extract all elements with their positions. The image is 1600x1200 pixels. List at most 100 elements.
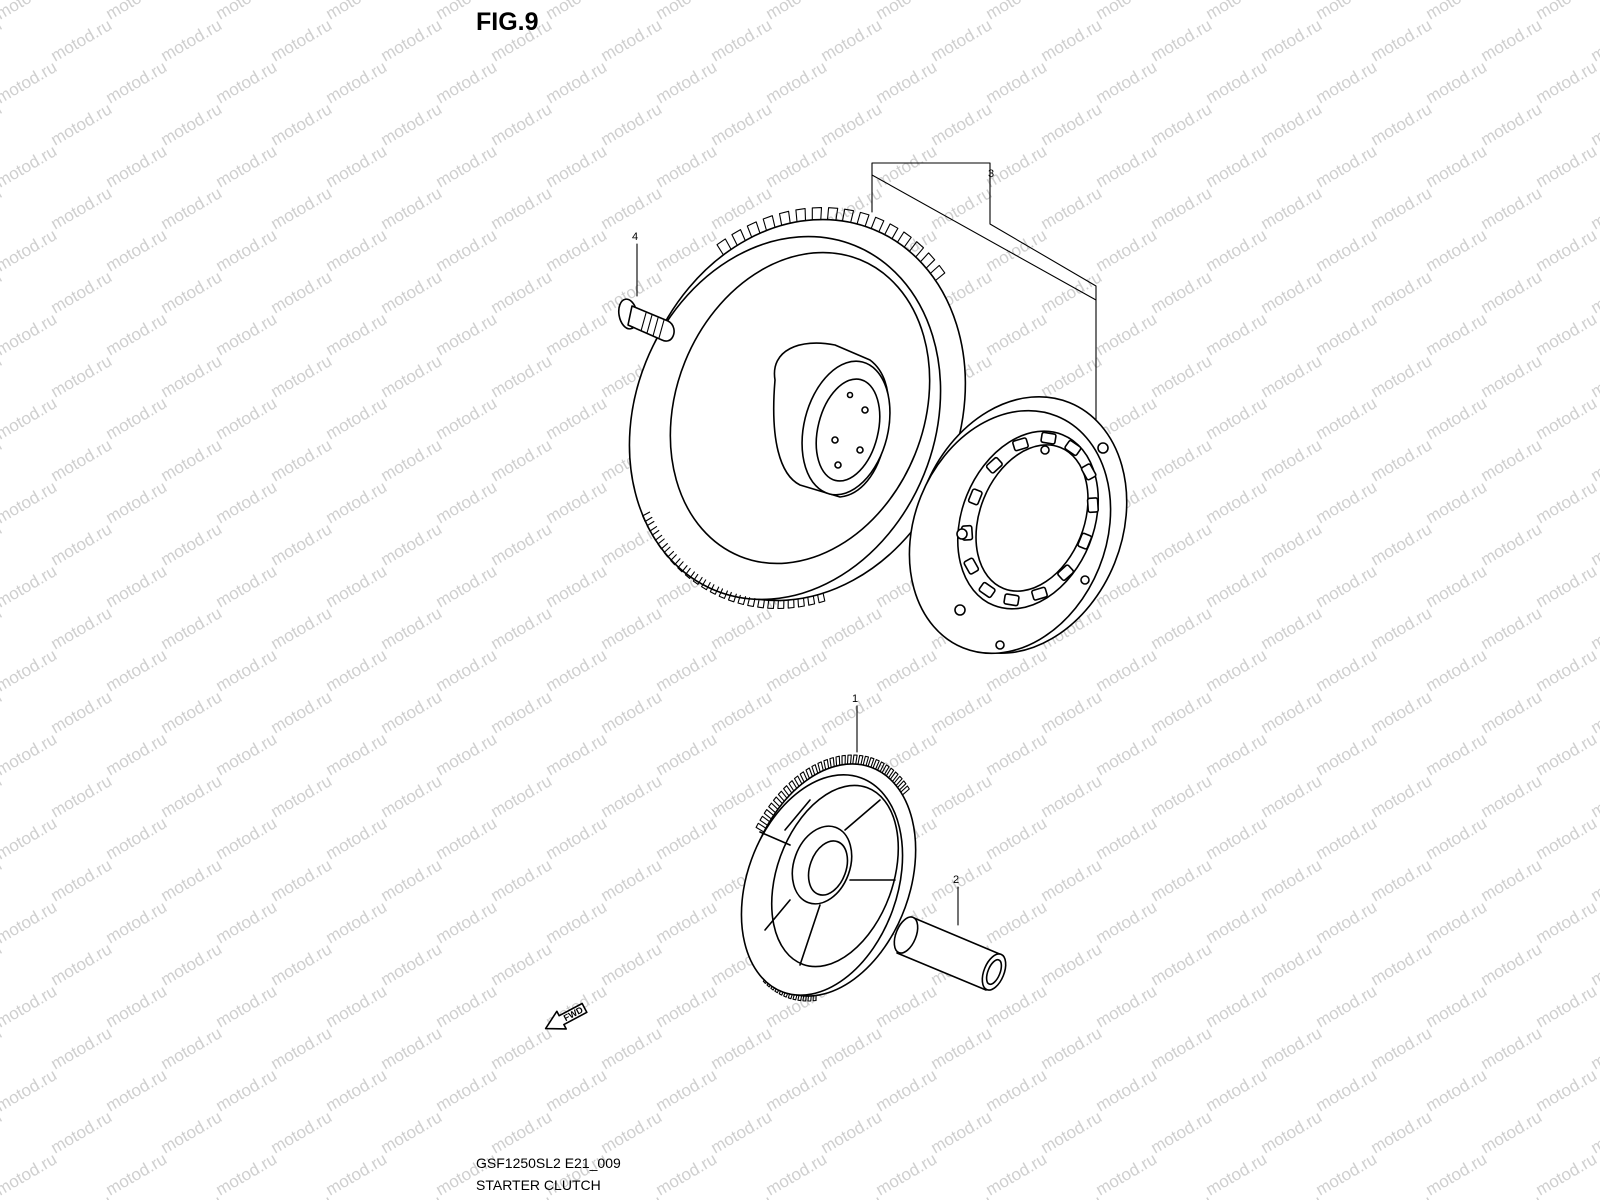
sprag-cells [960,431,1100,607]
watermark-text: motod.ru [433,477,501,527]
gear-tooth [857,754,864,766]
gear-tooth [797,597,805,608]
watermark-text: motod.ru [1368,771,1436,821]
watermark-text: motod.ru [48,855,116,905]
gear-tooth [852,754,858,765]
watermark-text: motod.ru [1148,1107,1216,1157]
watermark-text: motod.ru [213,225,281,275]
gear-tooth [872,759,880,770]
sprag-cell [1040,431,1057,445]
watermark-text: motod.ru [1203,309,1271,359]
watermark-text: motod.ru [1148,267,1216,317]
watermark-text: motod.ru [323,897,391,947]
watermark-text: motod.ru [1423,57,1491,107]
watermark-text: motod.ru [0,897,60,947]
watermark-text: motod.ru [873,1065,941,1115]
watermark-text: motod.ru [1148,603,1216,653]
gear-tooth [812,994,817,1002]
watermark-text: motod.ru [928,99,996,149]
watermark-text: motod.ru [1148,15,1216,65]
watermark-text: motod.ru [873,981,941,1031]
watermark-text: motod.ru [378,687,446,737]
watermark-text: motod.ru [598,939,666,989]
watermark-text: motod.ru [158,1023,226,1073]
watermark-text: motod.ru [0,729,60,779]
watermark-text: motod.ru [653,729,721,779]
watermark-text: motod.ru [1533,393,1600,443]
watermark-text: motod.ru [983,897,1051,947]
watermark-text: motod.ru [48,939,116,989]
gear-tooth [805,767,813,779]
gear-tooth [716,238,732,256]
watermark-text: motod.ru [1203,813,1271,863]
gear-tooth [795,208,807,223]
figure-code: GSF1250SL2 E21_009 [476,1155,621,1171]
watermark-text: motod.ru [653,0,721,23]
watermark-text: motod.ru [268,687,336,737]
watermark-text: motod.ru [488,267,556,317]
watermark-text: motod.ru [873,645,941,695]
watermark-text: motod.ru [1258,1191,1326,1200]
gear-tooth [877,761,885,773]
watermark-text: motod.ru [653,141,721,191]
watermark-text: motod.ru [378,855,446,905]
watermark-text: motod.ru [0,477,60,527]
watermark-text: motod.ru [1038,267,1106,317]
watermark-text: motod.ru [1203,981,1271,1031]
gear-tooth [737,594,747,606]
watermark-text: motod.ru [1423,1065,1491,1115]
watermark-text: motod.ru [48,687,116,737]
gear-tooth [783,785,793,797]
watermark-text: motod.ru [818,1023,886,1073]
gear-tooth [856,211,870,227]
watermark-text: motod.ru [1423,141,1491,191]
gear-tooth [657,538,668,550]
watermark-text: motod.ru [433,897,501,947]
callout-2: 2 [953,874,959,886]
sprag-cell [985,456,1003,474]
gear-tooth [768,802,779,814]
watermark-text: motod.ru [378,1107,446,1157]
watermark-text: motod.ru [1313,477,1381,527]
watermark-text: motod.ru [818,603,886,653]
watermark-text: motod.ru [103,561,171,611]
watermark-text: motod.ru [983,729,1051,779]
watermark-text: motod.ru [323,141,391,191]
watermark-text: motod.ru [1423,561,1491,611]
watermark-text: motod.ru [1478,1107,1546,1157]
watermark-text: motod.ru [928,771,996,821]
watermark-text: motod.ru [653,813,721,863]
gear-tooth [841,754,846,766]
watermark-text: motod.ru [433,309,501,359]
watermark-text: motod.ru [928,1023,996,1073]
watermark-text: motod.ru [543,225,611,275]
watermark-text: motod.ru [213,645,281,695]
watermark-text: motod.ru [1258,435,1326,485]
watermark-text: motod.ru [433,57,501,107]
watermark-text: motod.ru [433,813,501,863]
watermark-text: motod.ru [1313,393,1381,443]
gear-tooth [731,229,746,246]
watermark-text: motod.ru [103,57,171,107]
watermark-text: motod.ru [1038,687,1106,737]
watermark-text: motod.ru [1533,645,1600,695]
watermark-text: motod.ru [598,99,666,149]
watermark-text: motod.ru [1258,1023,1326,1073]
watermark-text: motod.ru [213,561,281,611]
watermark-text: motod.ru [1203,561,1271,611]
watermark-text: motod.ru [1368,351,1436,401]
watermark-text: motod.ru [818,1107,886,1157]
watermark-text: motod.ru [1313,813,1381,863]
watermark-text: motod.ru [653,645,721,695]
watermark-text: motod.ru [1368,939,1436,989]
watermark-text: motod.ru [1313,897,1381,947]
watermark-text: motod.ru [1203,1149,1271,1199]
gear-tooth [663,546,675,558]
gear-tooth [772,796,783,808]
watermark-text: motod.ru [983,1149,1051,1199]
watermark-text: motod.ru [48,519,116,569]
callout-4: 4 [632,231,638,243]
watermark-text: motod.ru [103,0,171,23]
gear-tooth [807,595,816,606]
watermark-text: motod.ru [103,477,171,527]
